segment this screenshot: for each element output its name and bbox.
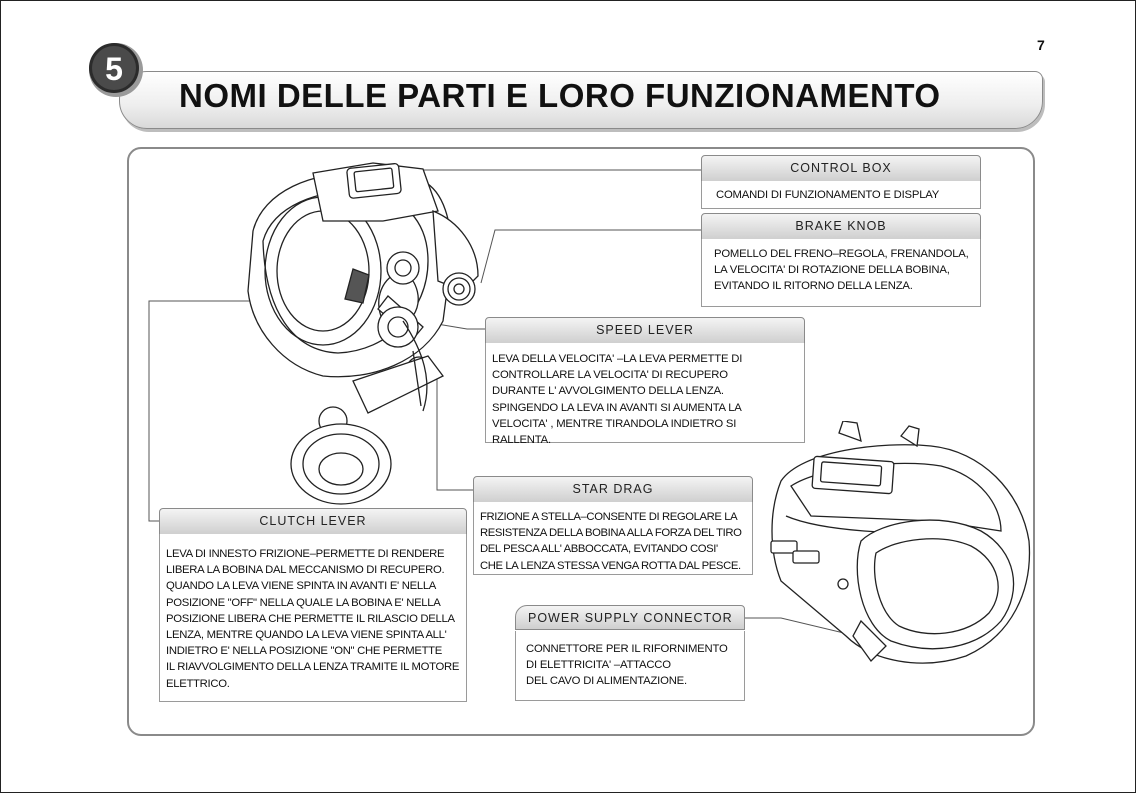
power-supply-connector-description: CONNETTORE PER IL RIFORNIMENTO DI ELETTR… [515,631,745,701]
description-line: LENZA, MENTRE QUANDO LA LEVA VIENE SPINT… [166,629,447,642]
description-line: ELETTRICO. [166,677,230,690]
speed-lever-header: SPEED LEVER [485,317,805,344]
description-line: RESISTENZA DELLA BOBINA ALLA FORZA DEL T… [480,527,742,540]
description-line: POSIZIONE LIBERA CHE PERMETTE IL RILASCI… [166,612,455,625]
description-line: LEVA DI INNESTO FRIZIONE–PERMETTE DI REN… [166,548,445,560]
description-line: POMELLO DEL FRENO–REGOLA, FRENANDOLA, [714,248,969,260]
control-box-header: CONTROL BOX [701,155,981,182]
description-line: CONNETTORE PER IL RIFORNIMENTO [526,643,728,655]
description-line: DI ELETTRICITA' –ATTACCO [526,659,671,672]
description-line: CHE LA LENZA STESSA VENGA ROTTA DAL PESC… [480,559,741,572]
star-drag-description: FRIZIONE A STELLA–CONSENTE DI REGOLARE L… [473,502,753,575]
star-drag-header: STAR DRAG [473,476,753,503]
section-number: 5 [105,51,123,87]
clutch-lever-description: LEVA DI INNESTO FRIZIONE–PERMETTE DI REN… [159,534,467,702]
brake-knob-description: POMELLO DEL FRENO–REGOLA, FRENANDOLA, LA… [701,239,981,307]
description-line: QUANDO LA LEVA VIENE SPINTA IN AVANTI E'… [166,580,437,593]
speed-lever-description: LEVA DELLA VELOCITA' –LA LEVA PERMETTE D… [485,343,805,446]
description-line: COMANDI DI FUNZIONAMENTO E DISPLAY [716,189,940,201]
power-supply-connector-header: POWER SUPPLY CONNECTOR [515,605,745,630]
description-line: SPINGENDO LA LEVA IN AVANTI SI AUMENTA L… [492,401,742,414]
title-banner [119,71,1043,129]
description-line: INDIETRO E' NELLA POSIZIONE "ON" CHE PER… [166,645,443,658]
description-line: POSIZIONE "OFF" NELLA QUALE LA BOBINA E'… [166,596,441,609]
reel-side-illustration [247,162,479,505]
section-number-badge: 5 [89,43,143,97]
diagram-frame [127,147,1035,736]
description-line: DURANTE L' AVVOLGIMENTO DELLA LENZA. [492,385,724,398]
page-number: 7 [1037,37,1045,53]
clutch-lever-header: CLUTCH LEVER [159,508,467,535]
description-line: DEL CAVO DI ALIMENTAZIONE. [526,675,687,688]
description-line: CONTROLLARE LA VELOCITA' DI RECUPERO [492,369,728,382]
description-line: EVITANDO IL RITORNO DELLA LENZA. [714,280,913,293]
description-line: LIBERA LA BOBINA DAL MECCANISMO DI RECUP… [166,564,445,577]
description-line: DEL PESCA ALL' ABBOCCATA, EVITANDO COSI' [480,543,718,556]
reel-top-illustration [770,421,1031,664]
page-title: NOMI DELLE PARTI E LORO FUNZIONAMENTO [179,77,941,114]
control-box-description: COMANDI DI FUNZIONAMENTO E DISPLAY [701,181,981,209]
description-line: VELOCITA' , MENTRE TIRANDOLA INDIETRO SI… [492,417,737,447]
description-line: LEVA DELLA VELOCITA' –LA LEVA PERMETTE D… [492,353,743,365]
description-line: IL RIAVVOLGIMENTO DELLA LENZA TRAMITE IL… [166,661,460,674]
brake-knob-header: BRAKE KNOB [701,213,981,240]
description-line: LA VELOCITA' DI ROTAZIONE DELLA BOBINA, [714,264,950,277]
description-line: FRIZIONE A STELLA–CONSENTE DI REGOLARE L… [480,511,738,523]
